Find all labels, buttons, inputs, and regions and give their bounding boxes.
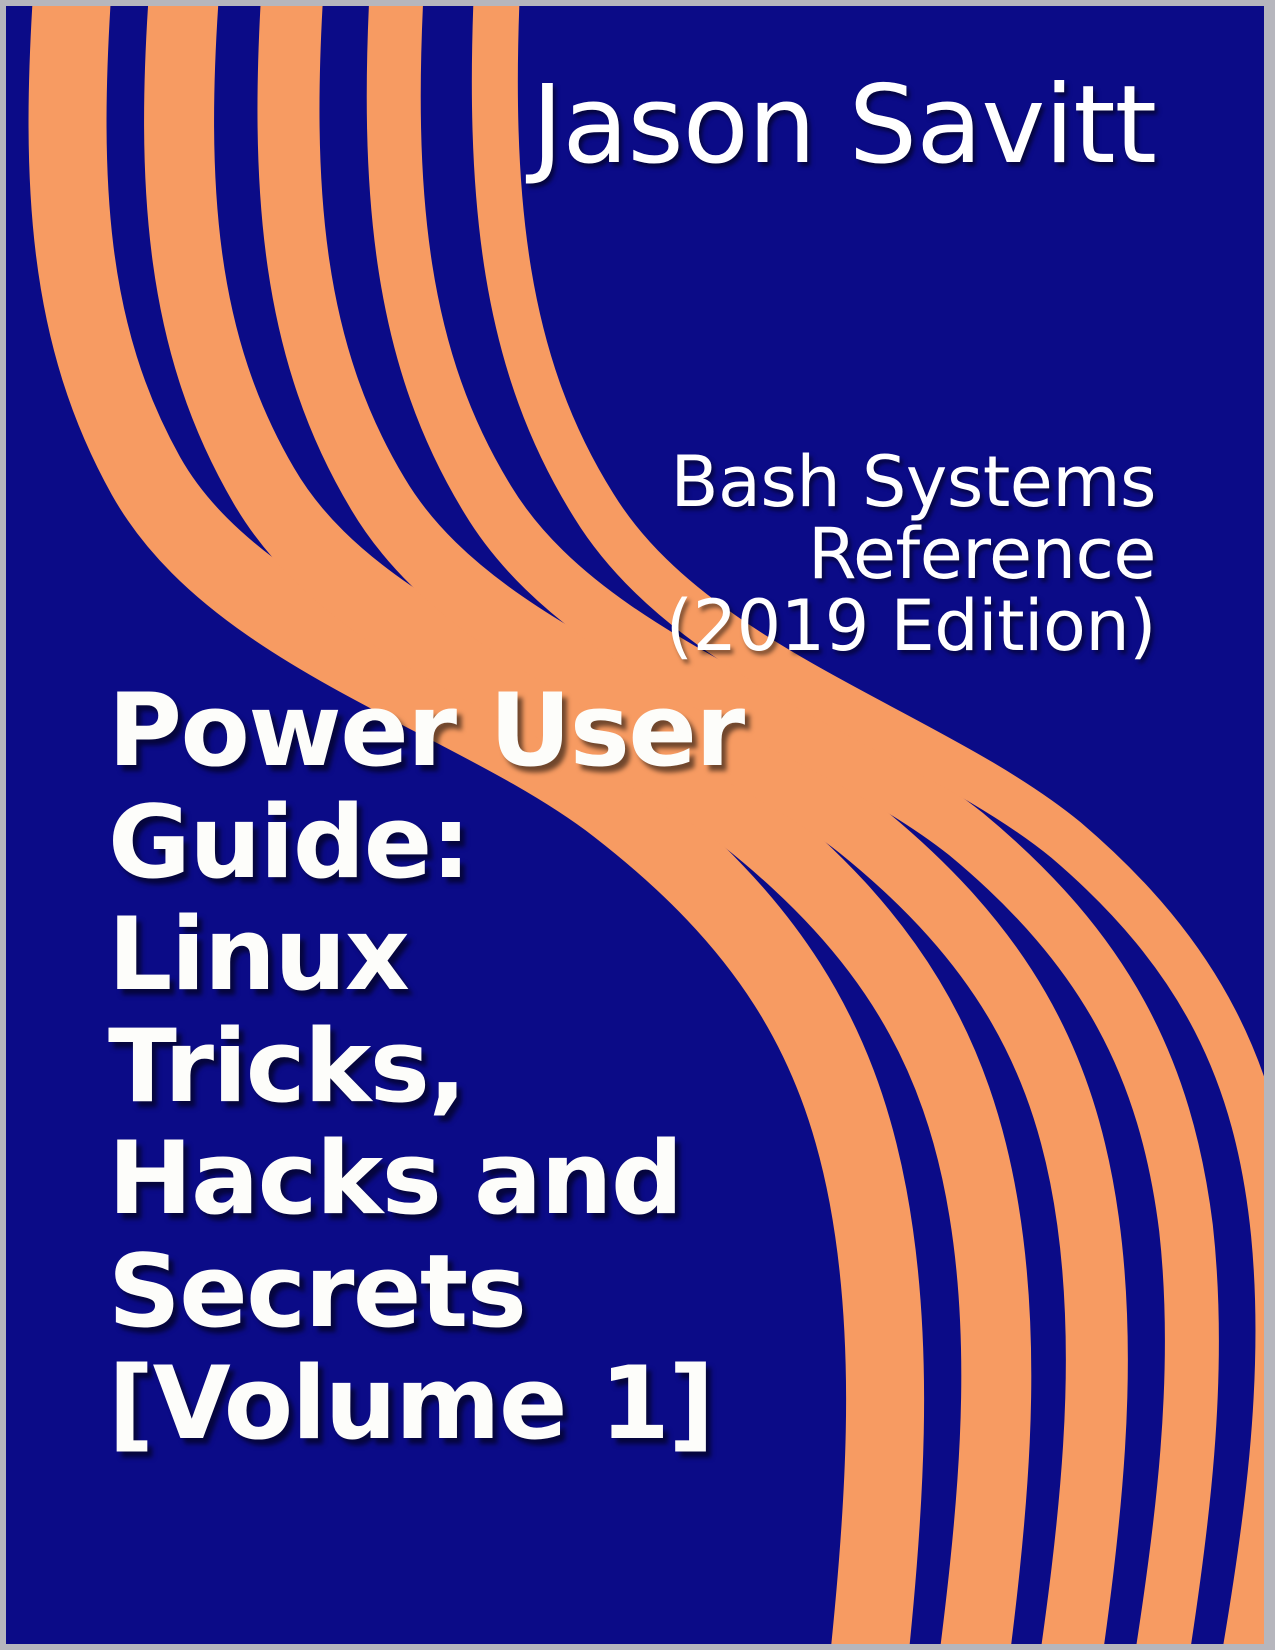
title-line-5: Hacks and bbox=[108, 1119, 683, 1238]
subtitle-line-1: Bash Systems bbox=[670, 441, 1156, 523]
subtitle-line-3: (2019 Edition) bbox=[665, 585, 1157, 668]
title-line-6: Secrets bbox=[108, 1231, 527, 1350]
stripe-5 bbox=[471, 6, 1264, 1644]
book-title: Power User Guide: Linux Tricks, Hacks an… bbox=[108, 674, 1118, 1459]
stripe-4 bbox=[366, 6, 1219, 1644]
book-subtitle: Bash Systems Reference (2019 Edition) bbox=[336, 441, 1157, 668]
title-line-3: Linux bbox=[108, 895, 410, 1014]
author-name: Jason Savitt bbox=[531, 63, 1157, 188]
stripe-3 bbox=[257, 6, 1128, 1644]
title-line-7: [Volume 1] bbox=[108, 1343, 715, 1462]
wavy-stripes-graphic bbox=[6, 6, 1264, 1644]
subtitle-line-2: Reference bbox=[808, 513, 1157, 596]
cover-text-layer: Jason Savitt Bash Systems Reference (201… bbox=[6, 6, 1264, 1644]
stripe-1 bbox=[28, 6, 925, 1644]
title-line-4: Tricks, bbox=[108, 1007, 467, 1126]
title-line-2: Guide: bbox=[108, 783, 471, 902]
title-line-1: Power User bbox=[108, 671, 745, 789]
stripe-group bbox=[28, 6, 1264, 1644]
book-cover-artwork: Jason Savitt Bash Systems Reference (201… bbox=[6, 6, 1264, 1644]
stripe-2 bbox=[144, 6, 1032, 1644]
